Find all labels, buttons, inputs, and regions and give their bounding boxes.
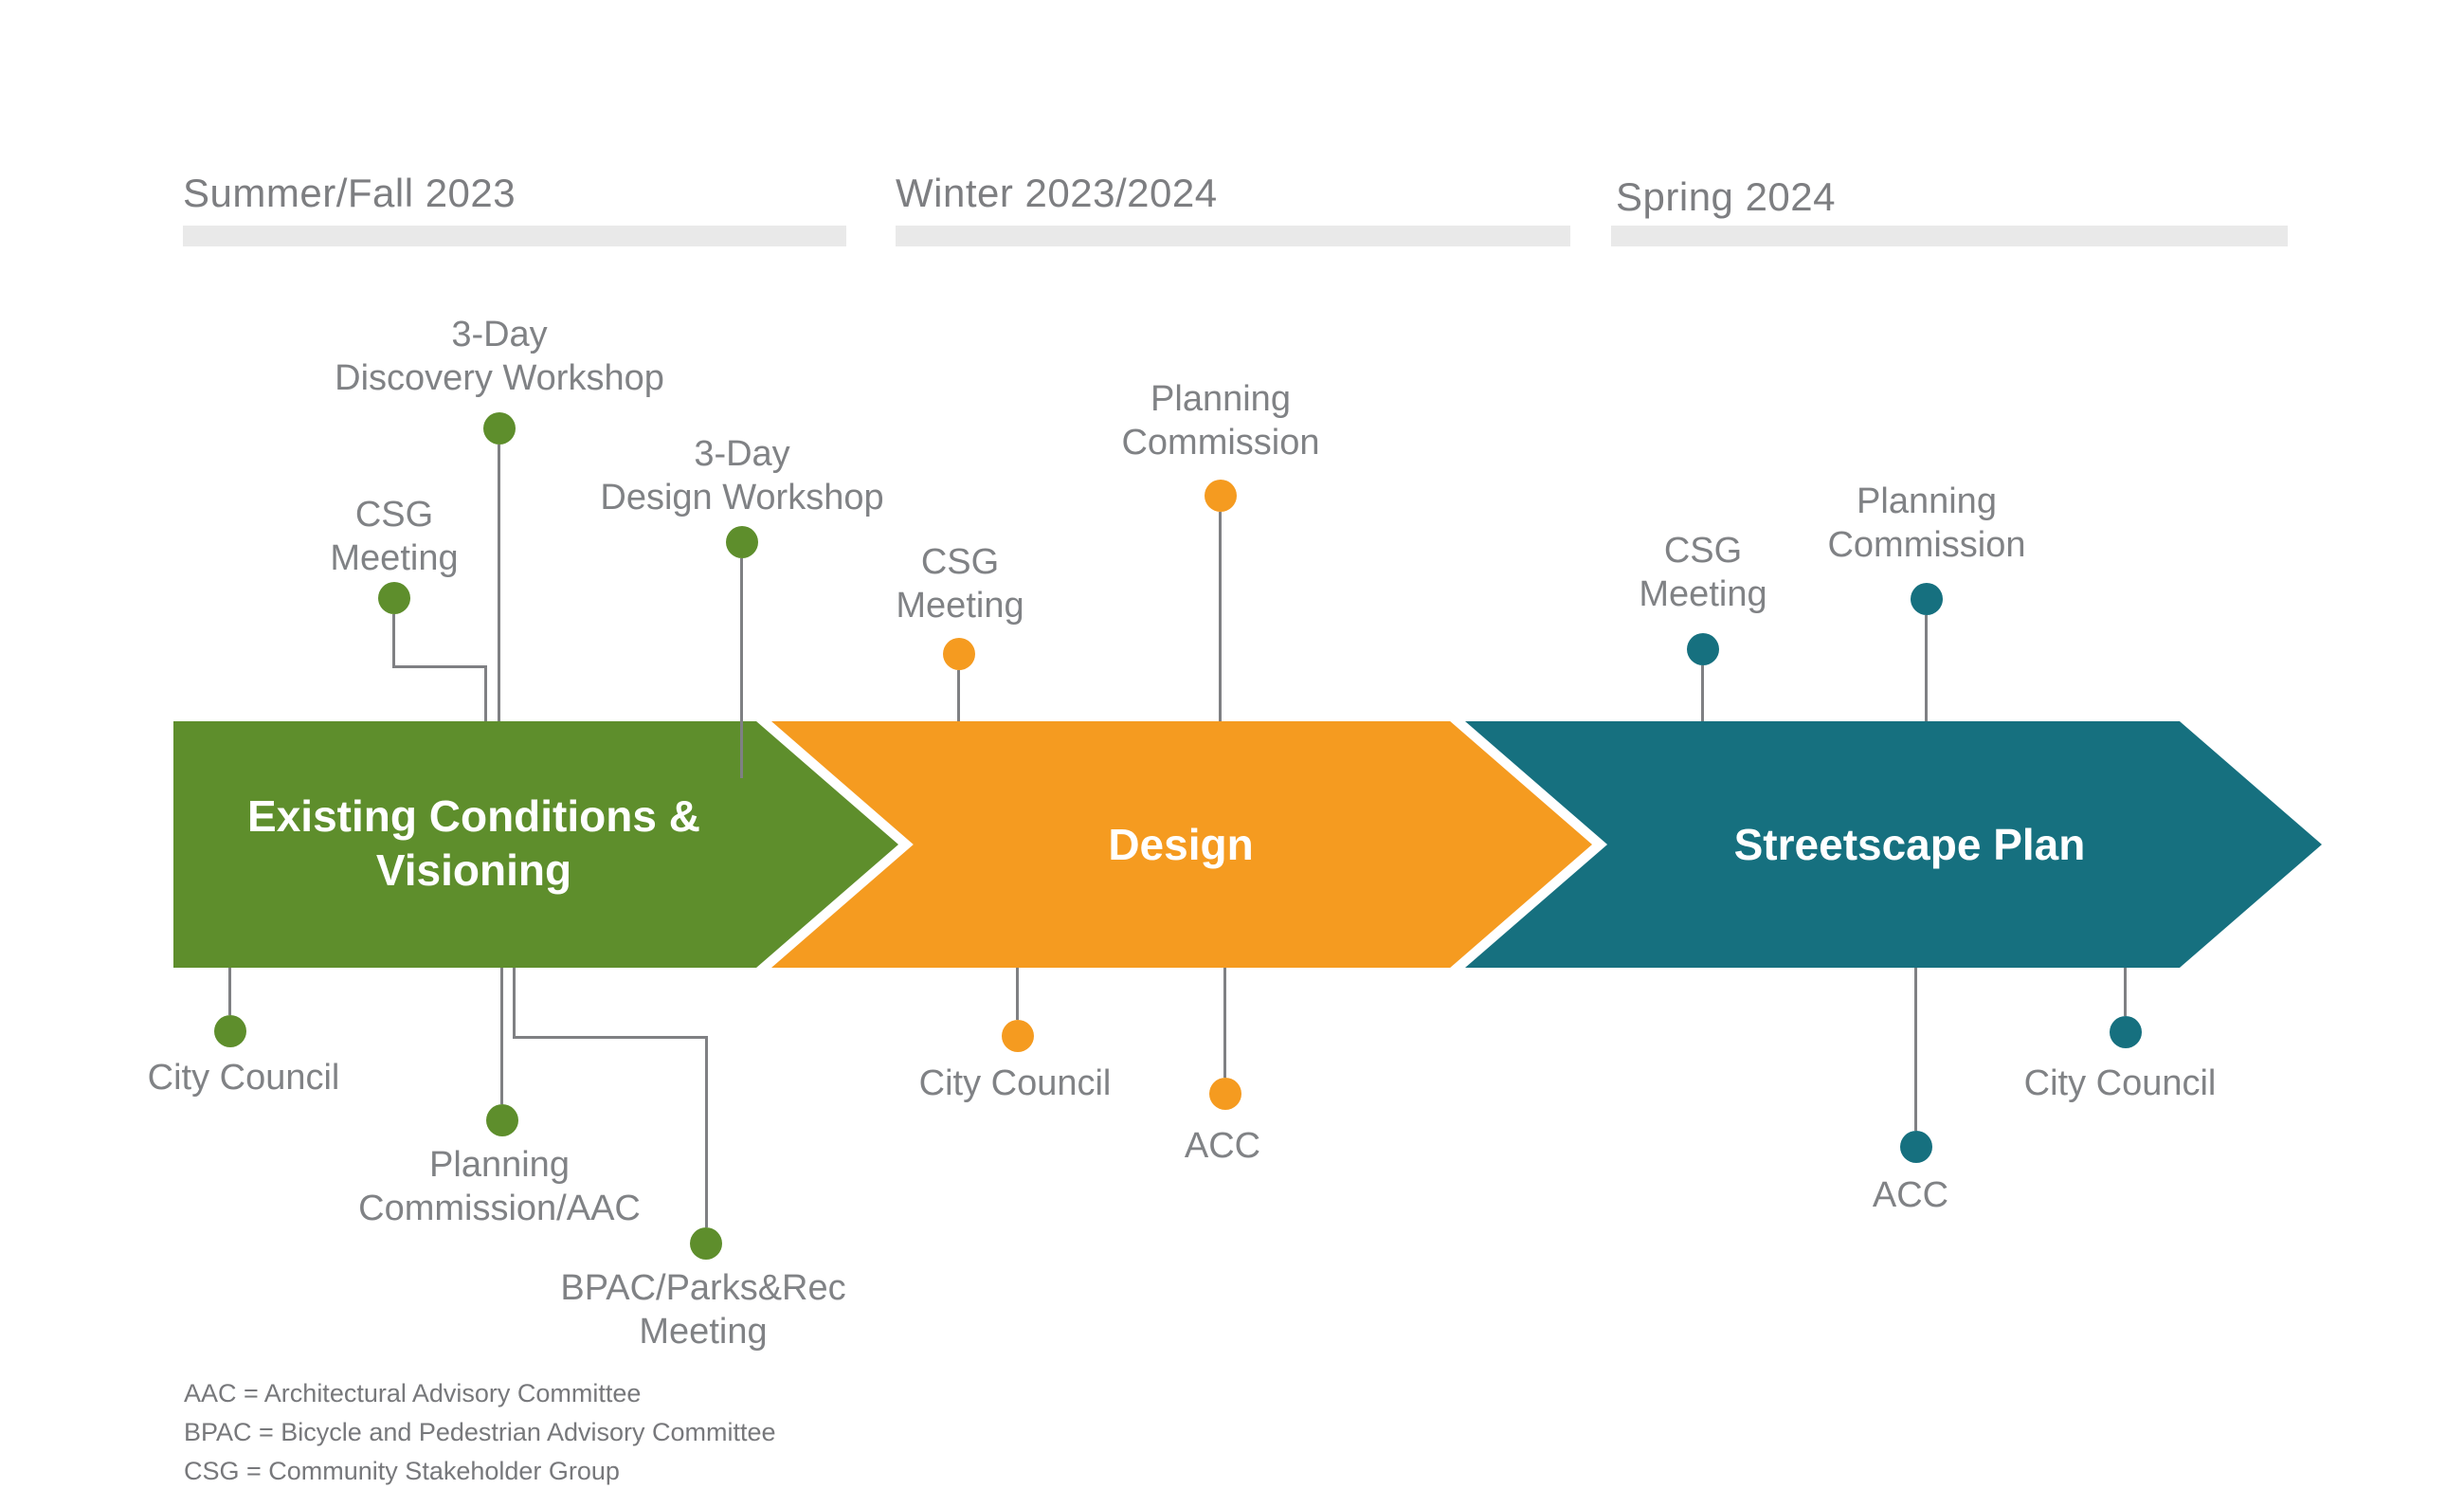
milestone-dot: [1911, 583, 1943, 615]
connector-line: [228, 968, 231, 1015]
connector-line: [1219, 512, 1222, 721]
connector-line: [957, 670, 960, 721]
milestone-label-city-council-teal: City Council: [1978, 1062, 2262, 1105]
connector-line: [1701, 665, 1704, 721]
milestone-label-line: 3-Day: [694, 434, 790, 474]
milestone-dot: [486, 1104, 518, 1136]
milestone-label-line: City Council: [2023, 1063, 2217, 1103]
legend-entry-aac: AAC = Architectural Advisory Committee: [184, 1379, 642, 1407]
milestone-label-csg-meeting-teal: CSG Meeting: [1561, 529, 1845, 616]
connector-line: [1925, 615, 1928, 721]
milestone-label-line: Planning: [1857, 481, 1997, 521]
phase-title-streetscape-plan: Streetscape Plan: [1733, 820, 2086, 869]
legend-entry-bpac: BPAC = Bicycle and Pedestrian Advisory C…: [184, 1418, 776, 1446]
milestone-dot: [214, 1015, 246, 1047]
connector-line: [1223, 968, 1226, 1078]
milestone-label-line: 3-Day: [451, 315, 548, 354]
milestone-label-acc-orange: ACC: [1080, 1124, 1365, 1168]
connector-line: [2124, 968, 2127, 1016]
milestone-dot: [1205, 480, 1237, 512]
milestone-label-line: Design Workshop: [600, 478, 884, 518]
milestone-label-bpac-parks-rec: BPAC/Parks&Rec Meeting: [537, 1266, 869, 1353]
milestone-label-planning-commission-aac: Planning Commission/AAC: [357, 1143, 642, 1230]
milestone-label-line: Meeting: [330, 538, 459, 578]
milestone-label-line: Planning: [1150, 379, 1291, 419]
milestone-label-line: Commission/AAC: [358, 1189, 641, 1228]
milestone-label-line: CSG: [1663, 531, 1743, 571]
period-bar: [183, 226, 846, 246]
milestone-label-line: Discovery Workshop: [335, 358, 664, 398]
connector-line: [513, 968, 516, 1039]
phase-title-existing-conditions: Existing Conditions & Visioning: [247, 791, 700, 895]
milestone-label-line: City Council: [147, 1058, 340, 1098]
milestone-label-line: BPAC/Parks&Rec: [560, 1268, 846, 1308]
milestone-dot: [378, 582, 410, 614]
milestone-label-line: Meeting: [1639, 574, 1767, 614]
milestone-label-line: Commission: [1827, 525, 2026, 565]
connector-line: [498, 445, 500, 721]
milestone-label-line: ACC: [1184, 1126, 1261, 1166]
legend: AAC = Architectural Advisory Committee B…: [184, 1374, 776, 1489]
period-label-spring-2024: Spring 2024: [1616, 174, 1837, 219]
milestone-dot: [1900, 1131, 1932, 1163]
milestone-label-csg-meeting-green: CSG Meeting: [252, 493, 536, 580]
milestone-dot: [726, 526, 758, 558]
connector-line: [484, 665, 487, 721]
milestone-label-csg-meeting-orange: CSG Meeting: [818, 540, 1102, 627]
phase-arrow-streetscape-plan: [1465, 721, 2322, 968]
milestone-label-line: Meeting: [896, 586, 1024, 626]
milestone-dot: [1209, 1078, 1241, 1110]
milestone-dot: [943, 638, 975, 670]
milestone-label-planning-commission-teal: Planning Commission: [1785, 480, 2069, 567]
connector-line: [500, 968, 503, 1104]
milestone-label-line: CSG: [920, 542, 1000, 582]
phase-title-design: Design: [1108, 820, 1254, 869]
connector-line: [1914, 968, 1917, 1131]
connector-line: [740, 558, 743, 778]
milestone-label-line: Commission: [1121, 423, 1320, 463]
milestone-label-line: Planning: [429, 1145, 570, 1185]
milestone-label-city-council-orange: City Council: [873, 1062, 1157, 1105]
connector-line: [1016, 968, 1019, 1020]
milestone-label-line: Meeting: [639, 1312, 768, 1352]
connector-line: [705, 1036, 708, 1227]
milestone-label-line: CSG: [354, 495, 434, 535]
milestone-dot: [2110, 1016, 2142, 1048]
milestone-label-design-workshop: 3-Day Design Workshop: [553, 432, 932, 519]
milestone-dot: [1687, 633, 1719, 665]
period-label-winter-2023-2024: Winter 2023/2024: [896, 171, 1218, 215]
period-bar: [896, 226, 1570, 246]
phase-arrow-existing-conditions: [173, 721, 898, 968]
milestone-label-planning-commission-orange: Planning Commission: [1078, 377, 1363, 464]
milestone-label-line: ACC: [1872, 1175, 1949, 1215]
milestone-label-discovery-workshop: 3-Day Discovery Workshop: [310, 313, 689, 400]
connector-line: [392, 665, 487, 668]
milestone-dot: [690, 1227, 722, 1260]
milestone-dot: [1002, 1020, 1034, 1052]
legend-entry-csg: CSG = Community Stakeholder Group: [184, 1457, 620, 1485]
period-bar: [1611, 226, 2288, 246]
period-label-summer-fall-2023: Summer/Fall 2023: [183, 171, 516, 215]
milestone-label-line: City Council: [918, 1063, 1112, 1103]
milestone-label-city-council-green: City Council: [101, 1056, 386, 1099]
milestone-dot: [483, 412, 516, 445]
milestone-label-acc-teal: ACC: [1768, 1173, 2053, 1217]
connector-line: [392, 614, 395, 668]
connector-line: [513, 1036, 708, 1039]
